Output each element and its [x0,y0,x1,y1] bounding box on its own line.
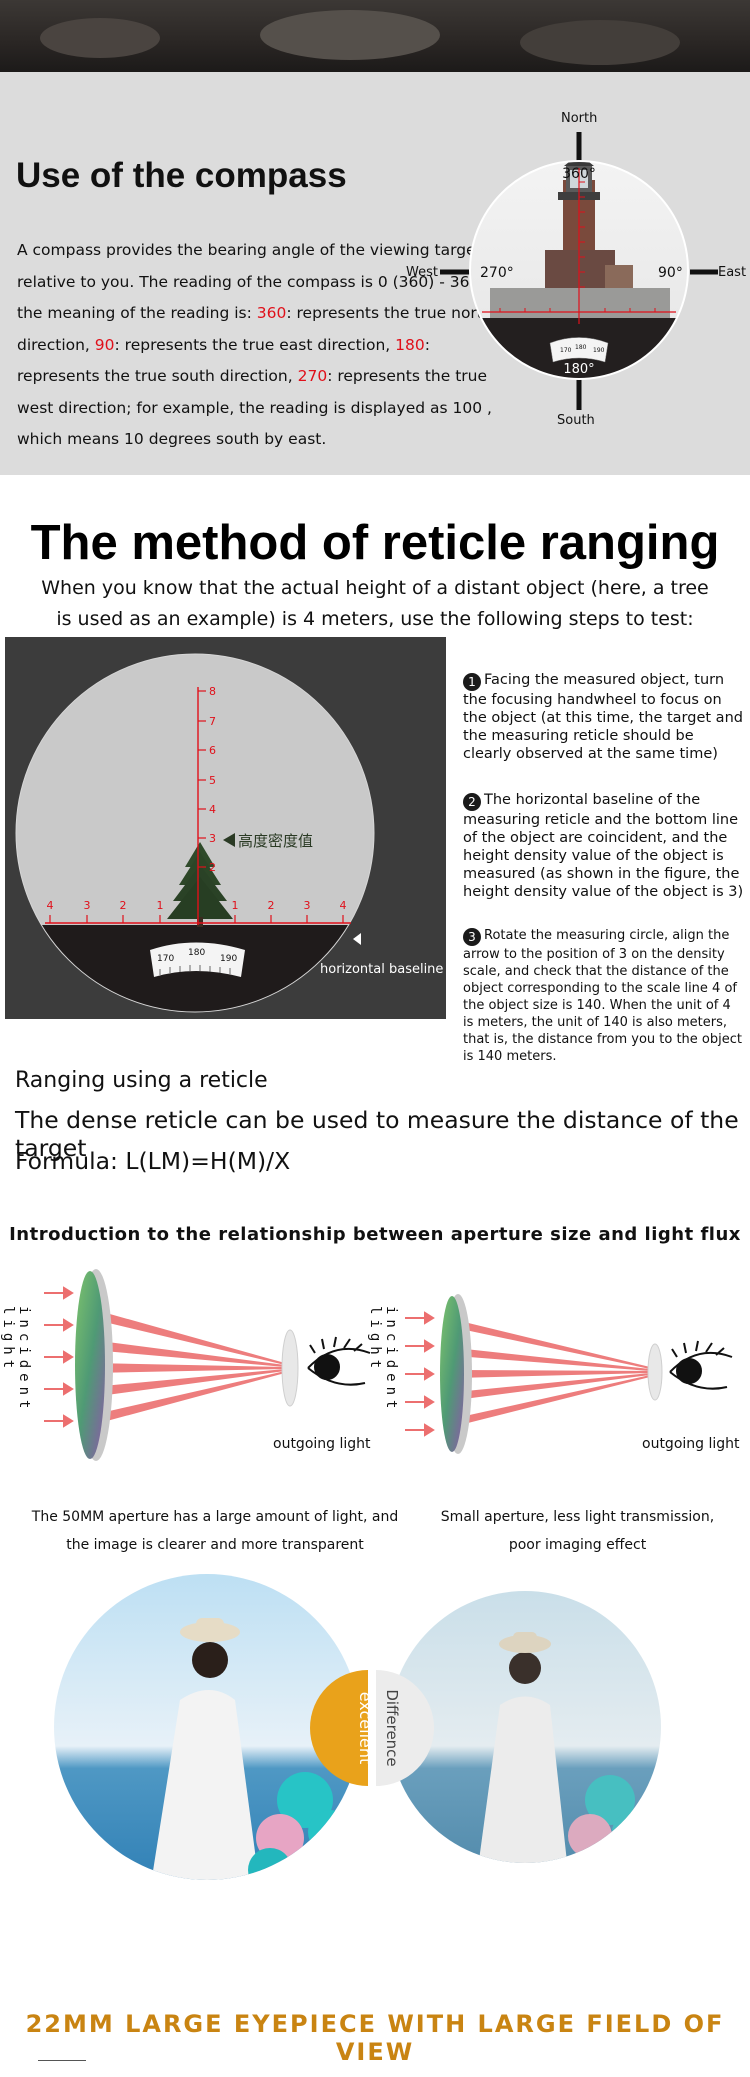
scale-label: 4 [47,899,54,912]
scale-label: 4 [340,899,347,912]
desc-red-360: 360 [256,304,287,322]
ranging-heading: Ranging using a reticle [15,1068,268,1093]
scale-label: 6 [209,744,216,757]
reticle-diagram-box: 8 7 6 5 4 3 2 4 3 2 1 1 2 3 4 高度密度值 hori… [5,637,446,1019]
compass-description: A compass provides the bearing angle of … [17,235,497,456]
reticle-method-title: The method of reticle ranging [30,516,720,570]
scale-label: 2 [268,899,275,912]
deg-left: 270° [480,265,514,281]
desc-text: A compass provides the bearing angle of … [17,241,485,322]
dial-label: 170 [560,347,572,354]
scale-label: 3 [304,899,311,912]
scale-label: 2 [120,899,127,912]
step-text: Facing the measured object, turn the foc… [463,672,743,762]
dial-label: 170 [157,954,174,964]
comparison-photos: excellent Difference [54,1574,661,1880]
large-aperture-caption: The 50MM aperture has a large amount of … [31,1509,399,1553]
tree-icon [167,842,233,927]
excellent-badge [310,1670,368,1786]
desc-red-270: 270 [297,367,328,385]
west-label: West [406,265,438,280]
reticle-dial [150,942,245,977]
baseline-arrow-icon [353,933,361,945]
scale-label: 1 [232,899,239,912]
large-lens-icon [75,1271,105,1459]
density-label: 高度密度值 [238,832,313,850]
scale-label: 8 [209,685,216,698]
scale-label: 7 [209,715,216,728]
desc-text: : represents the true west direction; fo… [17,367,492,448]
eyepiece-icon [647,1343,663,1401]
step-text: Rotate the measuring circle, align the a… [463,928,742,1064]
scale-label: 3 [209,832,216,845]
aperture-title: Introduction to the relationship between… [9,1224,741,1245]
large-aperture-diagram [44,1269,371,1461]
dial-label: 190 [593,347,605,354]
ranging-formula: Formula: L(LM)=H(M)/X [15,1147,291,1175]
baseline-label: horizontal baseline [320,962,443,977]
incident-light-label: incident light [0,1306,32,1414]
divider-line [38,2060,86,2061]
reticle-diagram: 8 7 6 5 4 3 2 4 3 2 1 1 2 3 4 高度密度值 hori… [15,653,443,1013]
step-number-badge: 2 [463,793,481,811]
desc-text: : represents the true north direction, [17,304,493,354]
difference-badge [376,1670,434,1786]
dial-label: 180 [188,948,205,958]
incident-light-label: incident light [367,1306,399,1414]
scale-label: 4 [209,803,216,816]
density-arrow-icon [223,833,235,847]
desc-red-180: 180 [395,335,425,354]
outgoing-light-label: outgoing light [273,1436,371,1452]
deg-bottom: 180° [563,362,594,377]
excellent-label: excellent [356,1692,375,1765]
top-photo-strip [0,0,750,72]
eyepiece-headline: 22MM LARGE EYEPIECE WITH LARGE FIELD OF … [25,2010,725,2066]
eye-icon [669,1340,733,1390]
east-label: East [718,265,747,280]
scale-label: 2 [209,861,216,874]
deg-top: 360° [562,166,596,182]
small-aperture-caption: Small aperture, less light transmission,… [440,1509,715,1553]
rock-shape [40,18,160,58]
scale-label: 3 [84,899,91,912]
scale-label: 5 [209,774,216,787]
dial-label: 190 [220,954,237,964]
desc-text: : represents the true east direction, [114,335,396,354]
compass-title: Use of the compass [16,156,347,195]
north-label: North [561,111,598,126]
desc-text: : represents the true south direction, [17,335,430,386]
step-text: The horizontal baseline of the measuring… [463,792,744,900]
small-lens-icon [440,1296,464,1452]
deg-right: 90° [658,265,683,281]
step-number-badge: 1 [463,673,481,691]
difference-label: Difference [383,1689,401,1766]
ranging-description: The dense reticle can be used to measure… [15,1106,739,1162]
small-aperture-diagram [405,1294,733,1454]
scale-label: 1 [157,899,164,912]
compass-dial [549,337,609,363]
reticle-subtitle: When you know that the actual height of … [41,577,709,630]
south-label: South [557,413,595,428]
compass-diagram: 360° 270° 90° 180° 170 180 190 [440,132,718,410]
outgoing-light-label: outgoing light [642,1436,740,1452]
desc-red-90: 90 [94,335,115,354]
step-number-badge: 3 [463,928,481,946]
dial-label: 180 [575,344,587,351]
eye-icon [307,1336,371,1386]
rock-shape [520,20,680,65]
rock-shape [260,10,440,60]
eyepiece-icon [281,1329,299,1407]
